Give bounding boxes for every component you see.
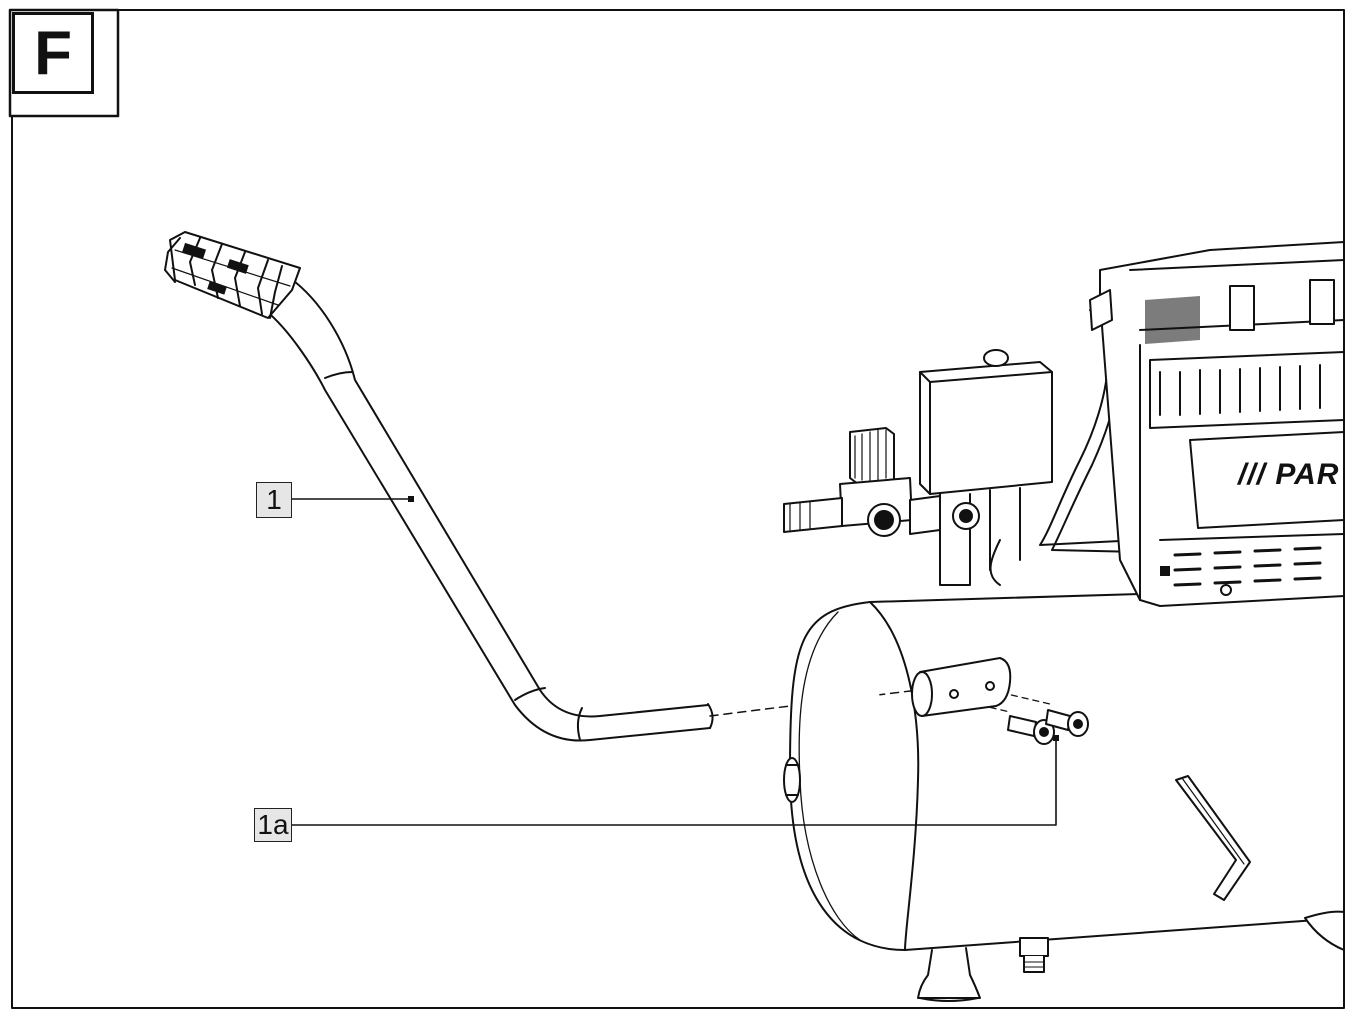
pressure-switch [919,349,1053,586]
handle-grip [164,231,301,319]
handle-bracket [911,657,1012,717]
brand-logo-text: /// PAR [1238,458,1340,491]
handle-tube [264,277,714,742]
bolt-screw [1045,709,1089,737]
tank-foot [917,947,981,1002]
pressure-regulator [783,427,980,537]
allen-key [1175,775,1251,901]
air-tank [783,587,1345,951]
callout-label-1: 1 [256,482,292,518]
callout-leader-1a [291,737,1057,826]
drain-valve [1019,937,1049,973]
callout-label-1a: 1a [254,808,292,842]
bolt-screw [1007,715,1055,745]
figure-letter: F [12,12,94,94]
motor-housing [1089,241,1345,607]
